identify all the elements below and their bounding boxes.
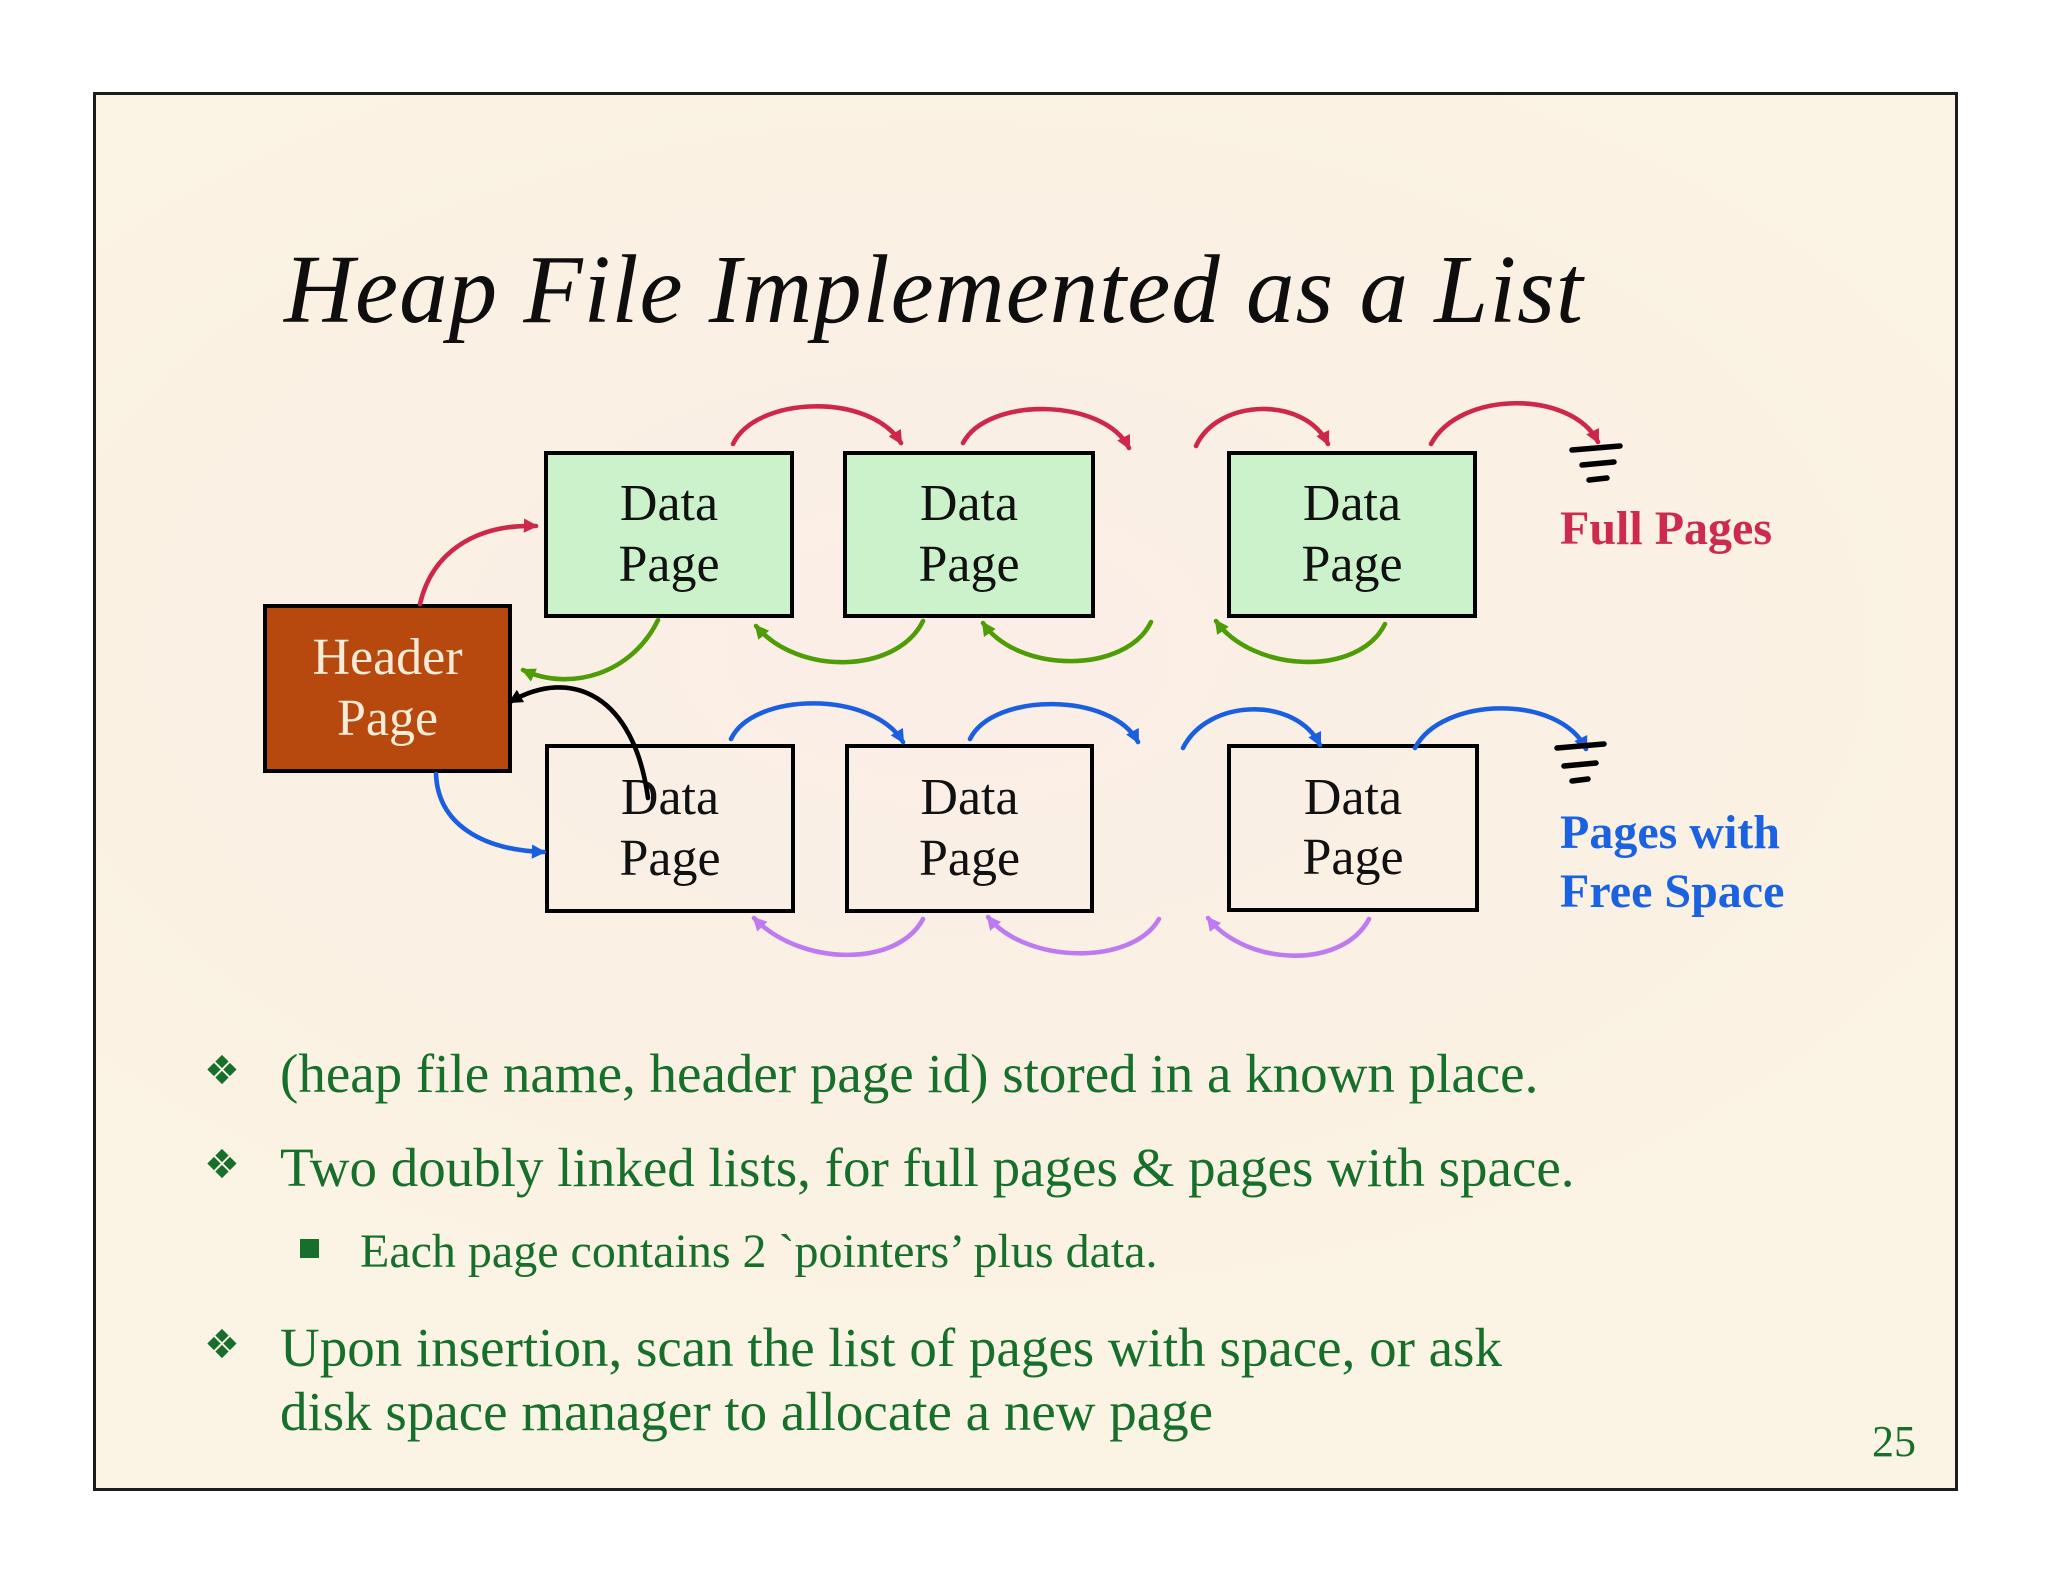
data-page-label: Data Page [918, 769, 1021, 887]
data-page-label: Data Page [918, 475, 1020, 593]
header-page-label: Header Page [312, 629, 463, 747]
slide-canvas [93, 92, 1958, 1491]
data-page-label: Data Page [618, 475, 720, 593]
bullet-item-3: ❖ Upon insertion, scan the list of pages… [204, 1316, 1502, 1445]
header-page-box: Header Page [263, 604, 512, 773]
free-pages-tag: Pages with Free Space [1560, 806, 1785, 918]
diamond-bullet-icon: ❖ [204, 1048, 240, 1094]
bullet-text: Upon insertion, scan the list of pages w… [280, 1317, 1502, 1443]
bullet-item-2: ❖ Two doubly linked lists, for full page… [204, 1136, 1575, 1200]
full-data-page-box-1: Data Page [544, 451, 794, 618]
bullet-text: Two doubly linked lists, for full pages … [280, 1137, 1575, 1198]
diamond-bullet-icon: ❖ [204, 1142, 240, 1188]
full-pages-tag: Full Pages [1560, 502, 1772, 555]
square-bullet-icon [300, 1239, 319, 1258]
full-data-page-box-3: Data Page [1227, 451, 1477, 618]
sub-bullet-item: Each page contains 2 `pointers’ plus dat… [300, 1224, 1158, 1279]
full-data-page-box-2: Data Page [843, 451, 1095, 618]
slide-title: Heap File Implemented as a List [284, 236, 1584, 343]
data-page-label: Data Page [1301, 475, 1403, 593]
data-page-label: Data Page [619, 769, 721, 887]
data-page-label: Data Page [1302, 768, 1404, 886]
page-number: 25 [1872, 1417, 1916, 1466]
sub-bullet-text: Each page contains 2 `pointers’ plus dat… [360, 1225, 1158, 1278]
free-data-page-box-1: Data Page [545, 744, 795, 913]
free-data-page-box-2: Data Page [845, 744, 1094, 913]
diamond-bullet-icon: ❖ [204, 1322, 240, 1368]
bullet-item-1: ❖ (heap file name, header page id) store… [204, 1042, 1538, 1106]
free-data-page-box-3: Data Page [1227, 744, 1479, 912]
bullet-text: (heap file name, header page id) stored … [280, 1043, 1539, 1104]
